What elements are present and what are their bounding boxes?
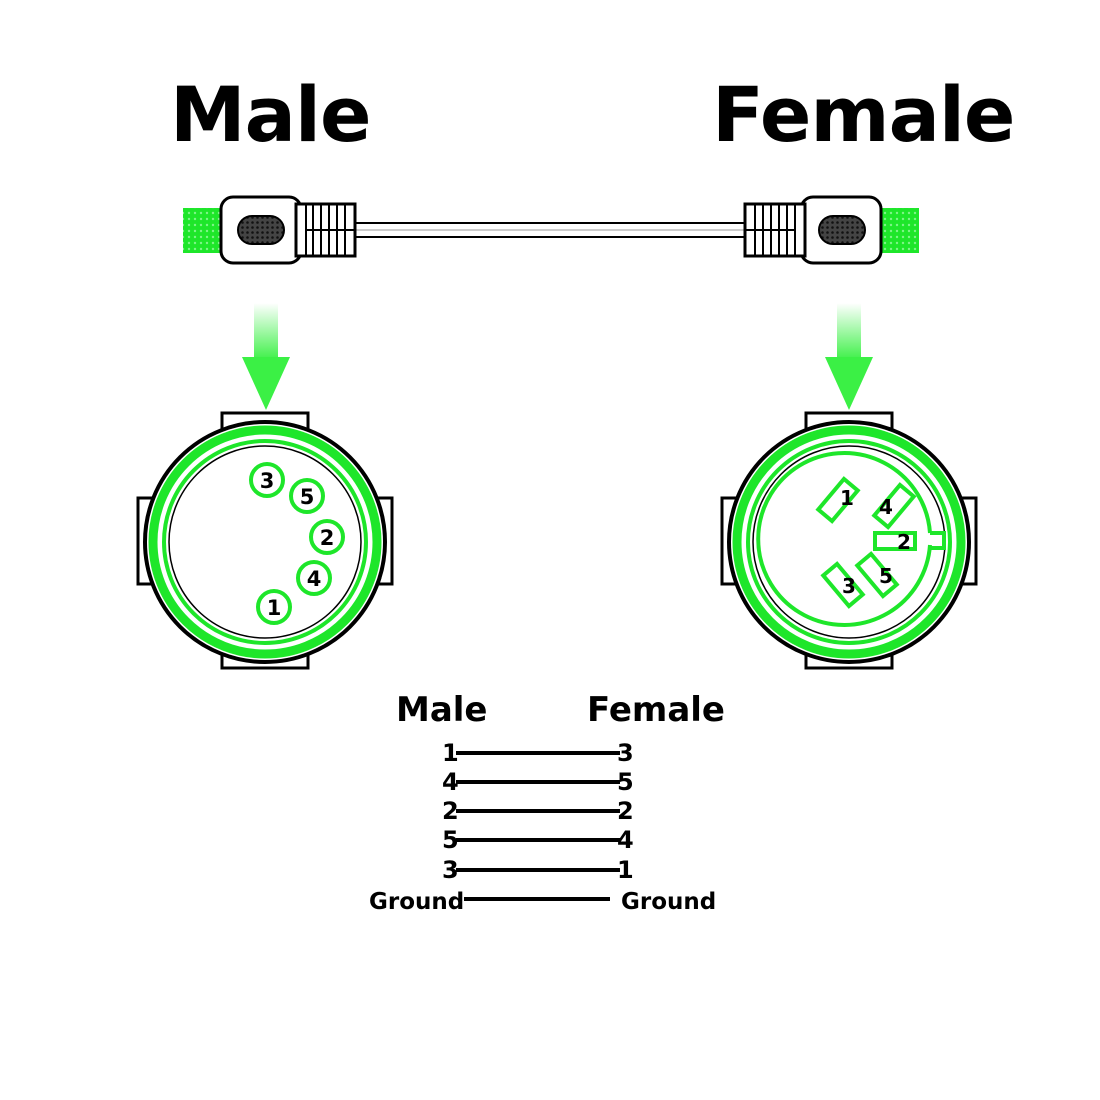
- wire-female-pin: 2: [617, 797, 634, 825]
- female-socket: [815, 476, 861, 524]
- ground-label-male: Ground: [369, 889, 465, 915]
- male-pin-circle: [256, 589, 292, 625]
- female-connector-face: [720, 411, 978, 670]
- female-pin-label: 4: [879, 495, 893, 519]
- wiring-header-female: Female: [587, 690, 725, 730]
- female-socket: [820, 561, 866, 609]
- male-pins: 3 5 2 4 1: [249, 462, 345, 625]
- female-pin-label: 1: [840, 486, 854, 510]
- male-title: Male: [170, 70, 372, 159]
- ground-label-female: Ground: [621, 889, 717, 915]
- female-sockets: [815, 476, 917, 609]
- male-pin-circle: [289, 478, 325, 514]
- wire-line: [456, 780, 620, 784]
- female-pin-label: 2: [897, 530, 911, 554]
- wiring-header-male: Male: [396, 690, 488, 730]
- wire-male-pin: 1: [442, 739, 459, 767]
- female-pin-label: 3: [842, 574, 856, 598]
- male-pin-circle: [296, 560, 332, 596]
- cable: [354, 222, 748, 238]
- wire-line: [456, 868, 620, 872]
- female-title: Female: [712, 70, 1015, 159]
- male-pin-label: 2: [320, 526, 335, 550]
- wire-female-pin: 4: [617, 826, 634, 854]
- male-pin-label: 3: [260, 469, 275, 493]
- wire-male-pin: 2: [442, 797, 459, 825]
- wire-female-pin: 3: [617, 739, 634, 767]
- male-pin-circle: [309, 519, 345, 555]
- male-plug: [183, 195, 357, 265]
- female-plug: [743, 195, 919, 265]
- female-socket: [871, 482, 917, 530]
- wire-male-pin: 3: [442, 856, 459, 884]
- male-pin-label: 4: [307, 567, 322, 591]
- wire-line: [456, 751, 620, 755]
- male-pin-circle: [249, 462, 285, 498]
- male-connector-face: [136, 411, 394, 670]
- wire-female-pin: 1: [617, 856, 634, 884]
- female-socket-labels: 1 4 2 3 5: [840, 486, 911, 598]
- female-socket: [854, 551, 900, 599]
- wire-line: [456, 838, 620, 842]
- male-pin-label: 1: [267, 596, 282, 620]
- wire-female-pin: 5: [617, 768, 634, 796]
- arrow-down-icon: [242, 303, 290, 410]
- wire-line: [456, 809, 620, 813]
- ground-line: [464, 897, 610, 901]
- female-pin-label: 5: [879, 564, 893, 588]
- female-socket: [873, 531, 917, 551]
- male-pin-label: 5: [300, 485, 315, 509]
- arrow-down-icon: [825, 303, 873, 410]
- wire-male-pin: 5: [442, 826, 459, 854]
- wire-male-pin: 4: [442, 768, 459, 796]
